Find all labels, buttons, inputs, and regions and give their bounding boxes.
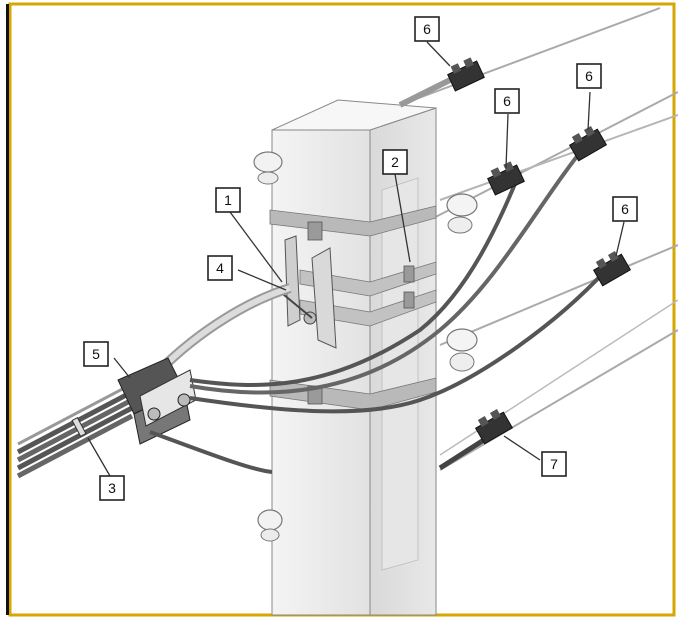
pole — [271, 99, 437, 616]
callout-1-label: 1 — [224, 192, 232, 208]
callout-6-right-label: 6 — [585, 68, 593, 84]
leader-lines — [87, 41, 625, 477]
callout-5-label: 5 — [92, 346, 100, 362]
callout-4: 4 — [207, 255, 233, 281]
callout-6-right: 6 — [576, 63, 602, 89]
callout-6-lower: 6 — [612, 196, 638, 222]
callout-3-label: 3 — [108, 480, 116, 496]
anchor-bracket — [277, 235, 337, 349]
pole-bands — [269, 205, 437, 411]
tension-clamp — [117, 357, 197, 445]
callout-6-lower-label: 6 — [621, 201, 629, 217]
piercing-connectors — [447, 57, 632, 445]
callout-6-middle-label: 6 — [503, 93, 511, 109]
callout-2-label: 2 — [391, 154, 399, 170]
callout-6-middle: 6 — [494, 88, 520, 114]
callout-6-top: 6 — [414, 16, 440, 42]
callout-4-label: 4 — [216, 260, 224, 276]
insulators — [253, 151, 478, 542]
branch-conductors — [149, 77, 608, 474]
left-edge-line — [6, 4, 9, 615]
callout-6-top-label: 6 — [423, 21, 431, 37]
callout-5: 5 — [83, 341, 109, 367]
callout-7: 7 — [541, 451, 567, 477]
callout-2: 2 — [382, 149, 408, 175]
callout-1: 1 — [215, 187, 241, 213]
callout-7-label: 7 — [550, 456, 558, 472]
main-cable-bundle — [16, 283, 292, 479]
callout-3: 3 — [99, 475, 125, 501]
